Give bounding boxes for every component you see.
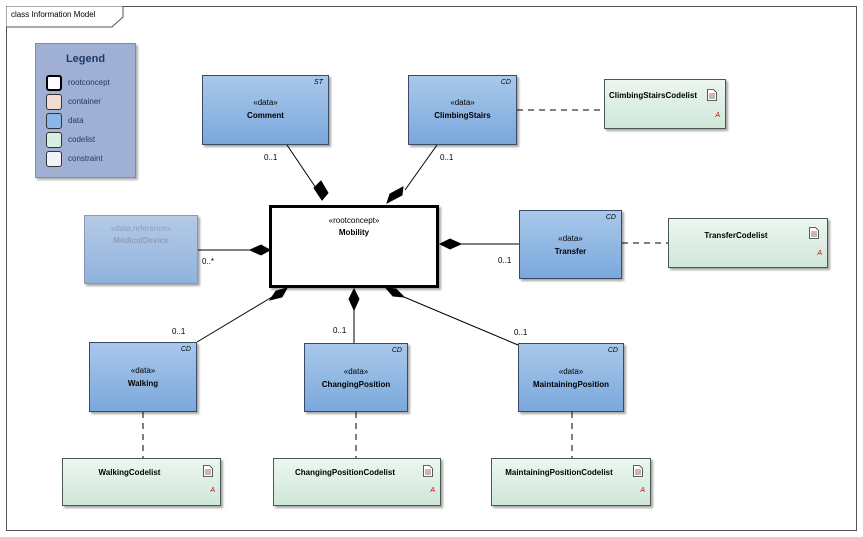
multiplicity-comment: 0..1 (264, 153, 278, 162)
type-tag: CD (607, 347, 618, 354)
multiplicity-climbing: 0..1 (440, 153, 454, 162)
link-walking (196, 296, 273, 343)
codelist-name: WalkingCodelist (98, 468, 161, 477)
codelist-transfer[interactable]: TransferCodelist A (668, 218, 828, 268)
abstract-marker: A (640, 487, 645, 494)
stereotype-label: «data» (253, 98, 278, 107)
stereotype-label: «data» (558, 234, 583, 243)
class-name: MaintainingPosition (533, 380, 609, 389)
multiplicity-medical: 0..* (202, 257, 215, 266)
class-walking[interactable]: CD «data» Walking (89, 342, 197, 412)
legend-swatch (46, 151, 62, 167)
diamond-comment (313, 180, 329, 201)
diagram-title-tab (6, 6, 124, 28)
multiplicity-maintaining: 0..1 (514, 328, 528, 337)
class-maintaining-position[interactable]: CD «data» MaintainingPosition (518, 343, 624, 412)
codelist-name: ClimbingStairsCodelist (608, 91, 697, 100)
multiplicity-changing: 0..1 (333, 326, 347, 335)
stereotype-label: «rootconcept» (328, 216, 380, 225)
class-climbing-stairs[interactable]: CD «data» ClimbingStairs (408, 75, 517, 145)
diamond-medical (248, 244, 272, 256)
multiplicity-walking: 0..1 (172, 327, 186, 336)
codelist-walking[interactable]: WalkingCodelist A (62, 458, 221, 506)
document-icon (809, 227, 819, 239)
codelist-name: TransferCodelist (704, 231, 768, 240)
class-transfer[interactable]: CD «data» Transfer (519, 210, 622, 279)
diamond-changing (348, 287, 360, 312)
legend-label: rootconcept (68, 78, 110, 87)
legend-swatch (46, 75, 62, 91)
stereotype-label: «data,reference» (110, 224, 172, 233)
link-maintaining (403, 296, 519, 346)
document-icon (633, 465, 643, 477)
document-icon (203, 465, 213, 477)
codelist-name: MaintainingPositionCodelist (505, 468, 613, 477)
diagram-frame (6, 6, 857, 531)
abstract-marker: A (817, 250, 822, 257)
document-icon (707, 89, 717, 101)
stereotype-label: «data» (558, 367, 584, 376)
stereotype-label: «data» (450, 98, 475, 107)
class-name: ChangingPosition (321, 380, 391, 389)
diamond-climbing (386, 186, 404, 205)
legend-label: data (68, 116, 84, 125)
class-name: Walking (127, 379, 159, 388)
class-changing-position[interactable]: CD «data» ChangingPosition (304, 343, 408, 412)
type-tag: ST (314, 79, 323, 86)
legend-swatch (46, 113, 62, 129)
legend-title: Legend (65, 53, 106, 65)
legend-label: constraint (68, 154, 103, 163)
legend-swatch (46, 94, 62, 110)
legend-label: container (68, 97, 101, 106)
class-comment[interactable]: ST «data» Comment (202, 75, 329, 145)
multiplicity-transfer: 0..1 (498, 256, 512, 265)
class-medical-device[interactable]: «data,reference» MedicalDevice (84, 215, 198, 284)
link-comment (286, 144, 317, 189)
class-mobility[interactable]: «rootconcept» Mobility (269, 205, 439, 288)
stereotype-label: «data» (343, 367, 369, 376)
codelist-name: ChangingPositionCodelist (295, 468, 395, 477)
stereotype-label: «data» (130, 366, 156, 375)
type-tag: CD (500, 79, 511, 86)
class-name: Transfer (554, 247, 587, 256)
class-name: Mobility (338, 228, 370, 237)
type-tag: CD (391, 347, 402, 354)
type-tag: CD (605, 214, 616, 221)
abstract-marker: A (715, 112, 720, 119)
document-icon (423, 465, 433, 477)
class-name: MedicalDevice (113, 236, 169, 245)
link-climbing (404, 144, 438, 191)
class-name: Comment (247, 111, 284, 120)
type-tag: CD (180, 346, 191, 353)
abstract-marker: A (210, 487, 215, 494)
codelist-changing-position[interactable]: ChangingPositionCodelist A (273, 458, 441, 506)
class-name: ClimbingStairs (434, 111, 491, 120)
diamond-transfer (438, 238, 463, 250)
legend-swatch (46, 132, 62, 148)
legend-label: codelist (68, 135, 96, 144)
codelist-climbing-stairs[interactable]: ClimbingStairsCodelist A (604, 79, 726, 129)
diamond-maintaining (384, 287, 406, 298)
codelist-maintaining-position[interactable]: MaintainingPositionCodelist A (491, 458, 651, 506)
diagram-title: class Information Model (11, 10, 96, 19)
legend: Legend rootconcept container data codeli… (35, 43, 136, 178)
abstract-marker: A (430, 487, 435, 494)
diamond-walking (268, 287, 289, 301)
